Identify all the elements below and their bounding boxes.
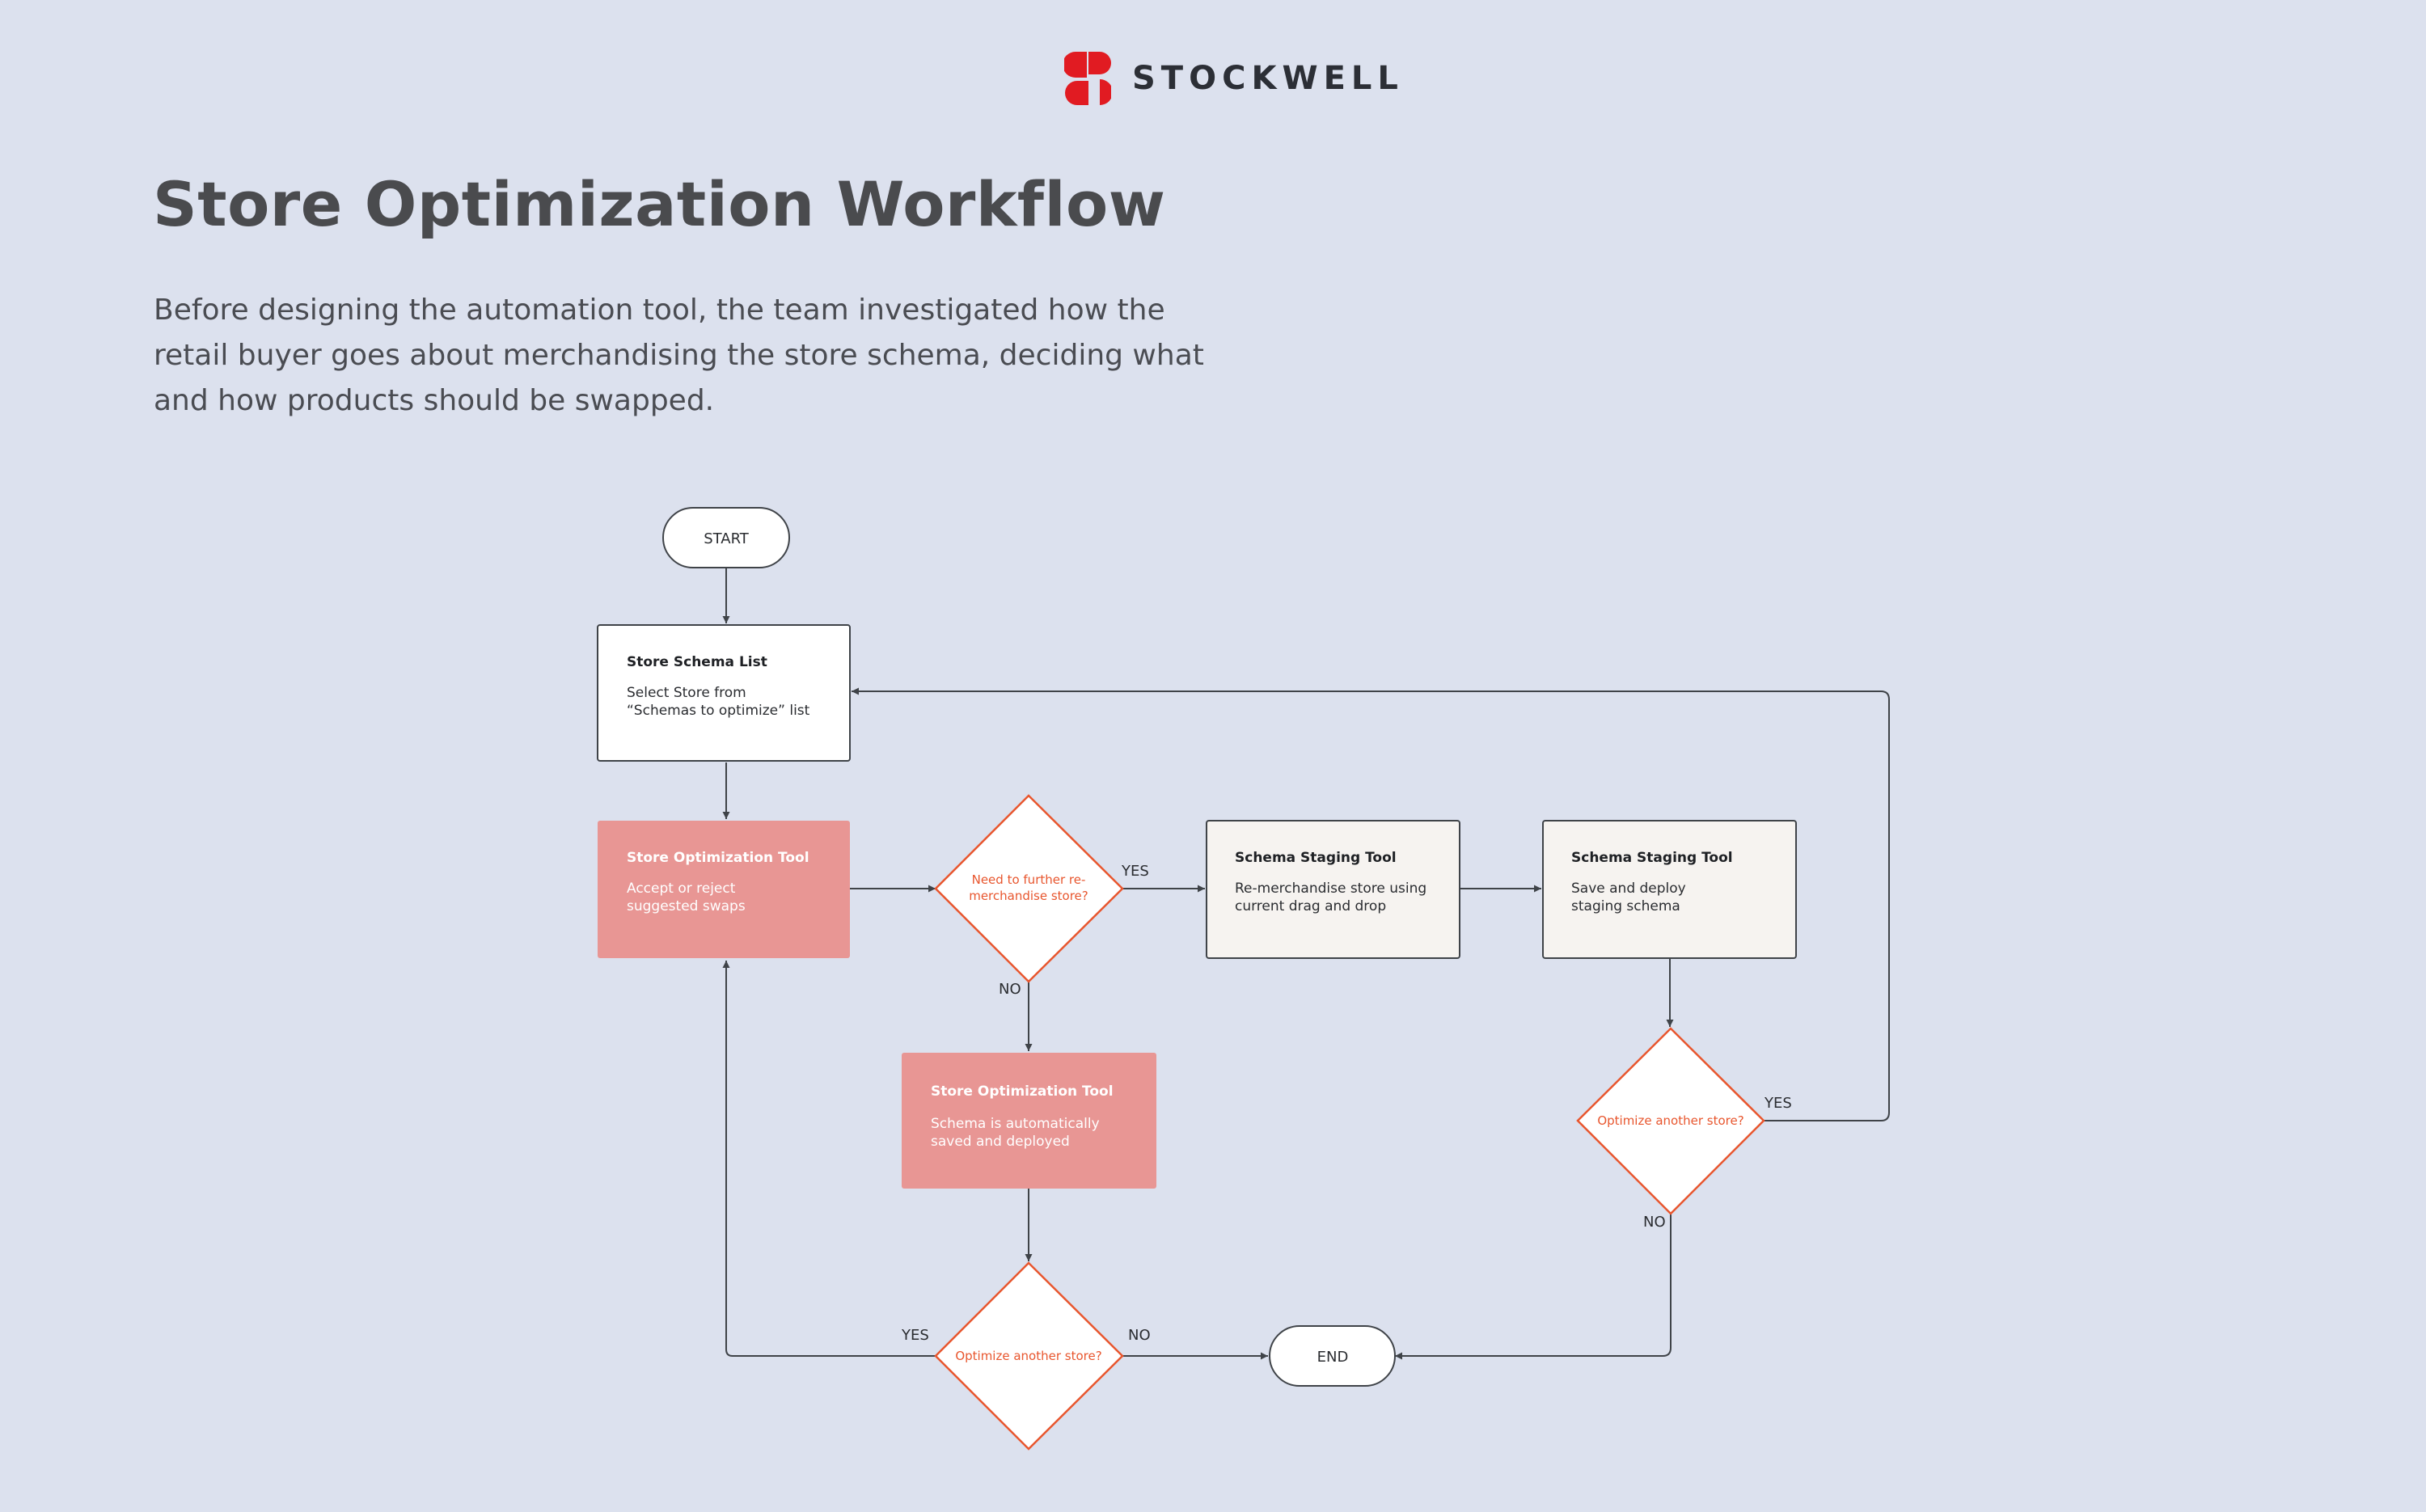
end-label: END bbox=[1317, 1349, 1349, 1366]
start-terminal: START bbox=[662, 507, 790, 568]
left-optimize-decision-shape bbox=[934, 1261, 1124, 1451]
staging-remerch-step: Schema Staging Tool Re-merchandise store… bbox=[1206, 820, 1460, 959]
optimization-tool-swaps-line-1: Accept or reject bbox=[627, 881, 736, 897]
right-optimize-decision-shape bbox=[1576, 1027, 1765, 1215]
staging-remerch-box bbox=[1206, 820, 1460, 959]
brand-name: STOCKWELL bbox=[1132, 60, 1404, 97]
edge-right-no-to-end bbox=[1395, 1214, 1672, 1360]
edge-right-yes-loop bbox=[852, 687, 1890, 1121]
staging-deploy-step: Schema Staging Tool Save and deploy stag… bbox=[1542, 820, 1797, 959]
optimization-tool-auto-box bbox=[902, 1053, 1156, 1189]
schema-list-box bbox=[597, 624, 851, 762]
left-optimize-decision-label: Optimize another store? bbox=[955, 1349, 1101, 1363]
schema-list-line-2: “Schemas to optimize” list bbox=[627, 703, 810, 719]
right-yes-label: YES bbox=[1764, 1095, 1792, 1112]
optimization-tool-swaps-step: Store Optimization Tool Accept or reject… bbox=[598, 821, 850, 958]
remerch-no-label: NO bbox=[999, 981, 1021, 998]
remerch-decision-line-1: Need to further re- bbox=[972, 872, 1086, 887]
edge-left-yes-loop bbox=[722, 961, 936, 1357]
right-no-label: NO bbox=[1643, 1214, 1666, 1231]
stockwell-logo: STOCKWELL bbox=[1064, 52, 1404, 105]
left-no-label: NO bbox=[1128, 1327, 1151, 1344]
left-yes-label: YES bbox=[901, 1327, 929, 1344]
optimization-tool-swaps-line-2: suggested swaps bbox=[627, 898, 746, 914]
optimization-tool-swaps-heading: Store Optimization Tool bbox=[627, 850, 809, 866]
staging-deploy-heading: Schema Staging Tool bbox=[1571, 850, 1733, 866]
optimization-tool-auto-step: Store Optimization Tool Schema is automa… bbox=[902, 1053, 1156, 1189]
edges bbox=[722, 568, 1890, 1360]
remerch-decision-shape bbox=[934, 794, 1124, 983]
page-title: Store Optimization Workflow bbox=[153, 168, 1166, 240]
staging-deploy-line-2: staging schema bbox=[1571, 898, 1680, 914]
start-label: START bbox=[704, 530, 750, 547]
optimization-tool-auto-line-2: saved and deployed bbox=[931, 1134, 1070, 1150]
optimization-tool-swaps-box bbox=[598, 821, 850, 958]
optimization-tool-auto-line-1: Schema is automatically bbox=[931, 1116, 1100, 1132]
end-terminal: END bbox=[1269, 1325, 1396, 1387]
stockwell-logo-icon bbox=[1064, 52, 1111, 105]
right-optimize-decision-label: Optimize another store? bbox=[1597, 1113, 1743, 1128]
optimization-tool-auto-heading: Store Optimization Tool bbox=[931, 1083, 1114, 1100]
remerch-decision: Need to further re- merchandise store? bbox=[934, 794, 1124, 983]
staging-deploy-box bbox=[1542, 820, 1797, 959]
remerch-decision-line-2: merchandise store? bbox=[969, 889, 1088, 903]
remerch-yes-label: YES bbox=[1121, 863, 1149, 880]
staging-remerch-heading: Schema Staging Tool bbox=[1235, 850, 1397, 866]
schema-list-heading: Store Schema List bbox=[627, 654, 767, 670]
right-optimize-decision: Optimize another store? bbox=[1576, 1027, 1765, 1215]
schema-list-line-1: Select Store from bbox=[627, 685, 746, 701]
schema-list-step: Store Schema List Select Store from “Sch… bbox=[597, 624, 851, 762]
staging-deploy-line-1: Save and deploy bbox=[1571, 881, 1686, 897]
intro-paragraph: Before designing the automation tool, th… bbox=[154, 294, 1204, 417]
left-optimize-decision: Optimize another store? bbox=[934, 1261, 1124, 1451]
staging-remerch-line-2: current drag and drop bbox=[1235, 898, 1386, 914]
staging-remerch-line-1: Re-merchandise store using bbox=[1235, 881, 1426, 897]
start-shape bbox=[662, 507, 790, 568]
end-shape bbox=[1269, 1325, 1396, 1387]
